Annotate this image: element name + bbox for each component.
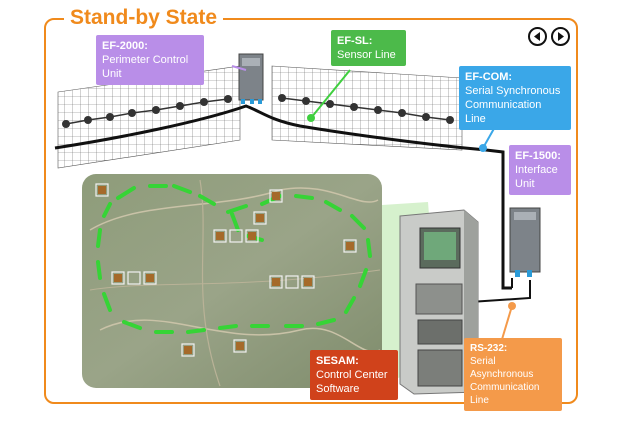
efcom-callout[interactable]: EF-COM: Serial Synchronous Communication… bbox=[459, 66, 571, 130]
ef2000-line1: Perimeter Control bbox=[102, 54, 189, 66]
map-sensor-segments bbox=[96, 184, 372, 334]
efsl-pointer bbox=[310, 69, 351, 119]
efcom-line1: Serial Synchronous bbox=[465, 85, 561, 97]
efsl-title: EF-SL: bbox=[337, 35, 373, 47]
efsl-line1: Sensor Line bbox=[337, 49, 396, 61]
prev-button[interactable] bbox=[528, 27, 547, 46]
circle-arrow-right-icon bbox=[558, 32, 564, 41]
ef2000-unit bbox=[238, 53, 264, 104]
rs232-callout[interactable]: RS-232: Serial Asynchronous Communicatio… bbox=[464, 338, 562, 411]
sesam-line2: Software bbox=[316, 383, 360, 395]
rs232-title: RS-232: bbox=[470, 343, 508, 354]
sesam-cabinet bbox=[399, 209, 479, 395]
ef1500-unit bbox=[509, 207, 541, 277]
sesam-callout[interactable]: SESAM: Control Center Software bbox=[310, 350, 398, 400]
circle-arrow-left-icon bbox=[534, 32, 540, 41]
ef1500-line2: Unit bbox=[515, 178, 535, 190]
ef1500-callout[interactable]: EF-1500: Interface Unit bbox=[509, 145, 571, 195]
diagram-frame bbox=[44, 18, 578, 404]
ef2000-line2: Unit bbox=[102, 68, 122, 80]
rs232-line1: Serial Asynchronous bbox=[470, 356, 534, 380]
rs232-line2: Communication Line bbox=[470, 382, 540, 406]
ef2000-callout[interactable]: EF-2000: Perimeter Control Unit bbox=[96, 35, 204, 85]
page-title: Stand-by State bbox=[64, 6, 224, 30]
ef1500-line1: Interface bbox=[515, 164, 558, 176]
rs232-dot-icon bbox=[508, 302, 516, 310]
efcom-title: EF-COM: bbox=[465, 71, 513, 83]
efsl-callout[interactable]: EF-SL: Sensor Line bbox=[331, 30, 406, 66]
left-fence bbox=[57, 65, 241, 169]
ef1500-title: EF-1500: bbox=[515, 150, 561, 162]
next-button[interactable] bbox=[551, 27, 570, 46]
efcom-line2: Communication Line bbox=[465, 99, 542, 125]
ef2000-title: EF-2000: bbox=[102, 40, 148, 52]
map-view bbox=[82, 174, 382, 388]
sensor-cable bbox=[54, 104, 512, 290]
sesam-title: SESAM: bbox=[316, 355, 359, 367]
sesam-line1: Control Center bbox=[316, 369, 388, 381]
